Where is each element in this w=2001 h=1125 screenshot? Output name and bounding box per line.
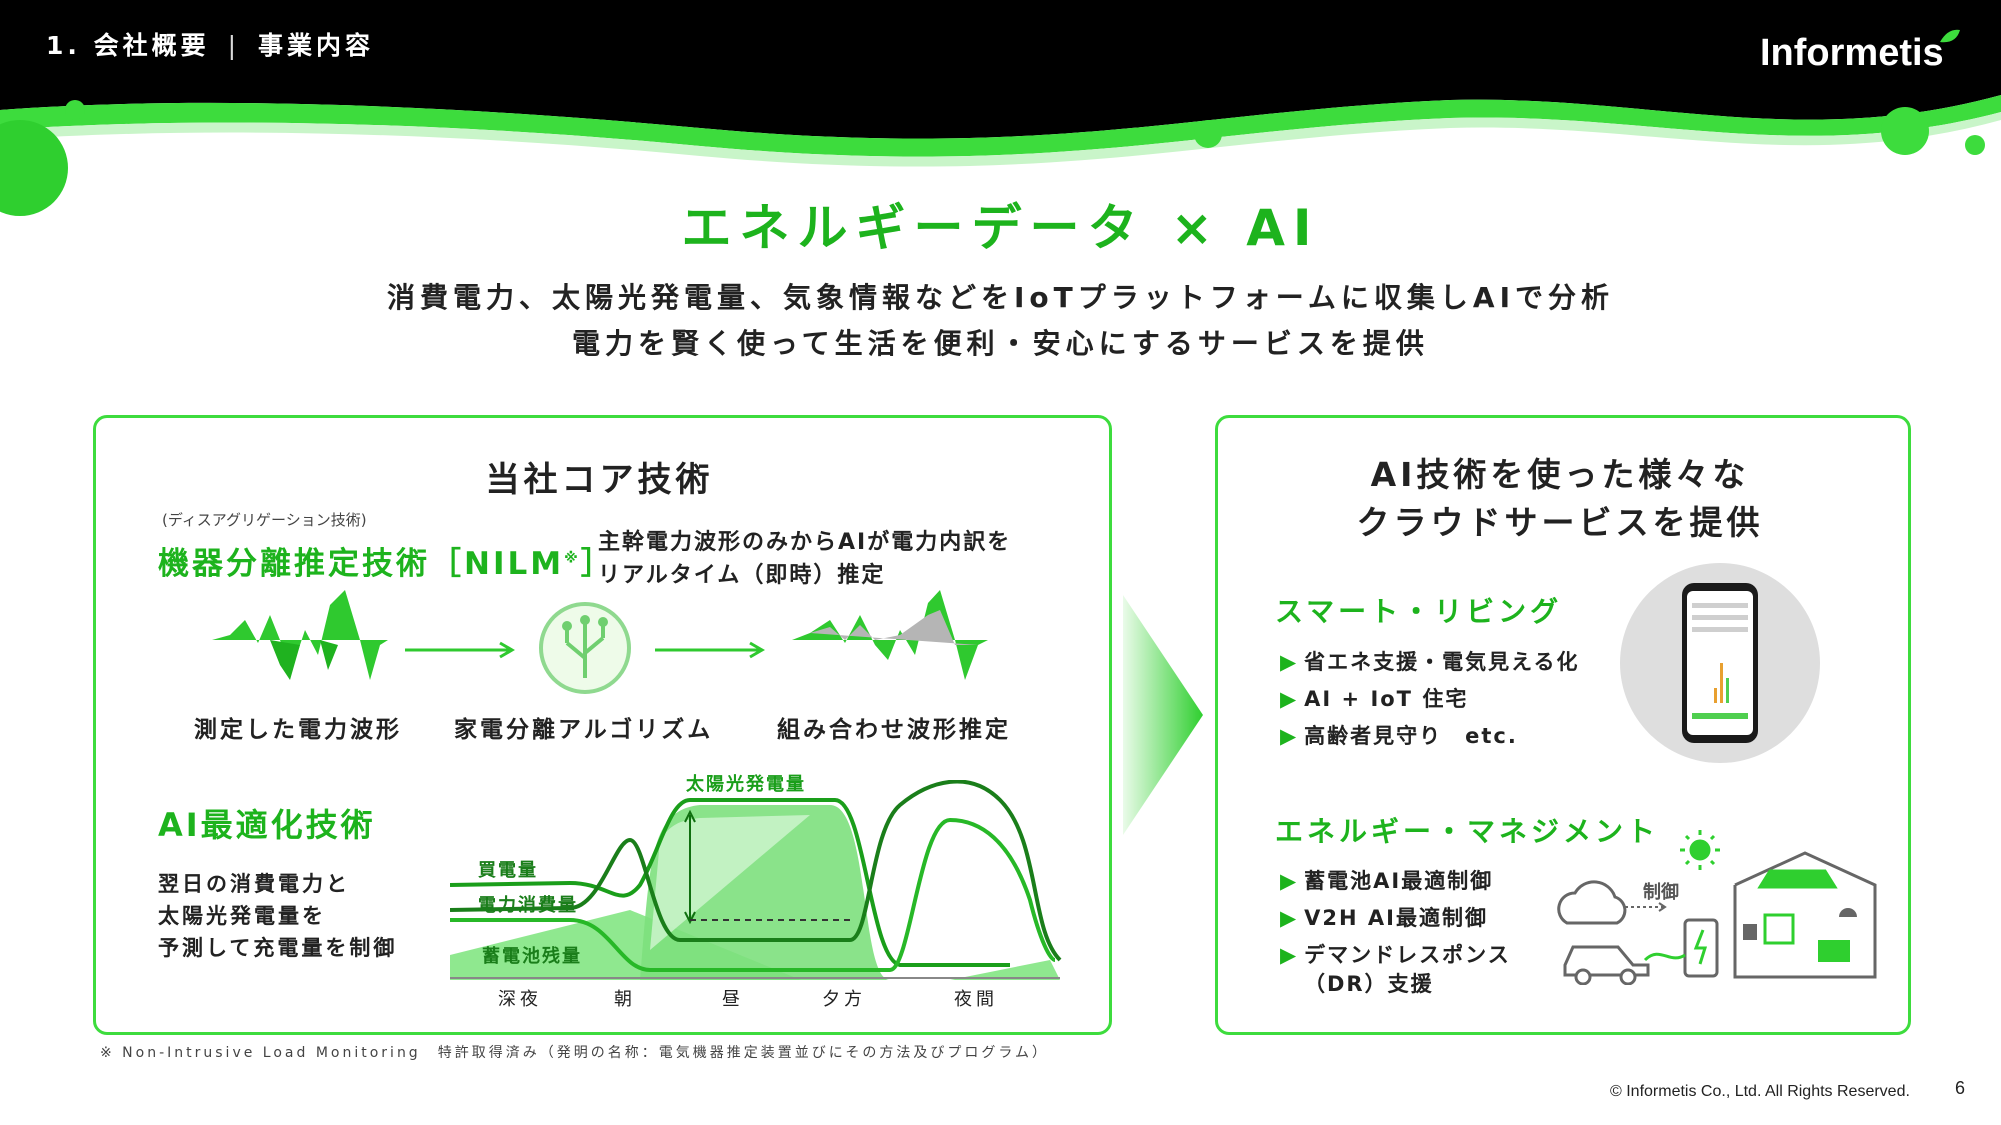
energy-item-3-cont: （DR）支援 (1304, 972, 1434, 996)
breadcrumb-section: 1. 会社概要 (46, 31, 210, 60)
nilm-description-2: リアルタイム（即時）推定 (598, 563, 886, 588)
time-label-noon: 昼 (722, 989, 740, 1010)
ai-optimization-heading: AI最適化技術 (158, 806, 376, 844)
energy-item-2: ▶V2H AI最適制御 (1280, 906, 1488, 930)
smart-item-2: ▶AI + IoT 住宅 (1280, 687, 1469, 711)
services-title-1: AI技術を使った様々な (1370, 455, 1750, 494)
step-separation-algorithm: 家電分離アルゴリズム (454, 717, 714, 743)
ai-description-1: 翌日の消費電力と (158, 872, 350, 896)
step-measured-waveform: 測定した電力波形 (194, 717, 402, 743)
arrow-right-icon (405, 641, 515, 659)
core-technology-title: 当社コア技術 (485, 460, 714, 500)
smart-living-heading: スマート・リビング (1275, 595, 1563, 628)
flow-arrow-icon (1123, 595, 1203, 835)
nilm-description-1: 主幹電力波形のみからAIが電力内訳を (598, 530, 1012, 555)
chart-label-battery: 蓄電池残量 (482, 946, 582, 967)
breadcrumb-separator: | (227, 31, 241, 60)
breadcrumb-page: 事業内容 (258, 31, 375, 60)
combined-waveform-icon (792, 590, 988, 680)
copyright: © Informetis Co., Ltd. All Rights Reserv… (1610, 1083, 1910, 1100)
smart-item-3: ▶高齢者見守り etc. (1280, 724, 1518, 748)
ai-description-3: 予測して充電量を制御 (158, 936, 398, 960)
services-title-2: クラウドサービスを提供 (1356, 503, 1764, 542)
home-energy-system-icon (1557, 830, 1877, 985)
step-combined-estimation: 組み合わせ波形推定 (777, 717, 1011, 743)
ai-description-2: 太陽光発電量を (158, 904, 326, 928)
algorithm-tree-icon (539, 602, 631, 694)
smartphone-app-icon (1620, 563, 1820, 763)
chart-label-consumption: 電力消費量 (478, 895, 578, 916)
nilm-heading: 機器分離推定技術［NILM※］ (158, 546, 615, 582)
chart-label-buy: 買電量 (478, 860, 538, 881)
company-logo: Informetis (1760, 32, 1944, 74)
time-label-night: 夜間 (954, 989, 998, 1010)
time-label-late-night: 深夜 (498, 989, 542, 1010)
chart-label-solar: 太陽光発電量 (686, 774, 806, 795)
measured-waveform-icon (212, 590, 388, 680)
smart-item-1: ▶省エネ支援・電気見える化 (1280, 650, 1580, 674)
time-label-evening: 夕方 (822, 989, 866, 1010)
energy-management-heading: エネルギー・マネジメント (1275, 815, 1660, 848)
nilm-note: (ディスアグリゲーション技術) (162, 511, 367, 529)
footnote: ※ Non-Intrusive Load Monitoring 特許取得済み（発… (100, 1045, 1049, 1061)
arrow-right-icon-2 (655, 641, 765, 659)
breadcrumb: 1. 会社概要 | 事業内容 (46, 26, 374, 62)
header-band (0, 0, 2001, 216)
page-title: エネルギーデータ × AI (681, 199, 1320, 257)
logo-leaf-icon (1940, 29, 1960, 43)
control-label: 制御 (1643, 882, 1679, 903)
page-number: 6 (1955, 1078, 1966, 1098)
subtitle-line-1: 消費電力、太陽光発電量、気象情報などをIoTプラットフォームに収集しAIで分析 (386, 281, 1614, 314)
energy-optimization-diagram (450, 780, 1062, 980)
energy-item-1: ▶蓄電池AI最適制御 (1280, 869, 1494, 893)
energy-item-3: ▶デマンドレスポンス (1280, 943, 1511, 967)
time-label-morning: 朝 (614, 989, 632, 1010)
subtitle-line-2: 電力を賢く使って生活を便利・安心にするサービスを提供 (572, 327, 1429, 360)
